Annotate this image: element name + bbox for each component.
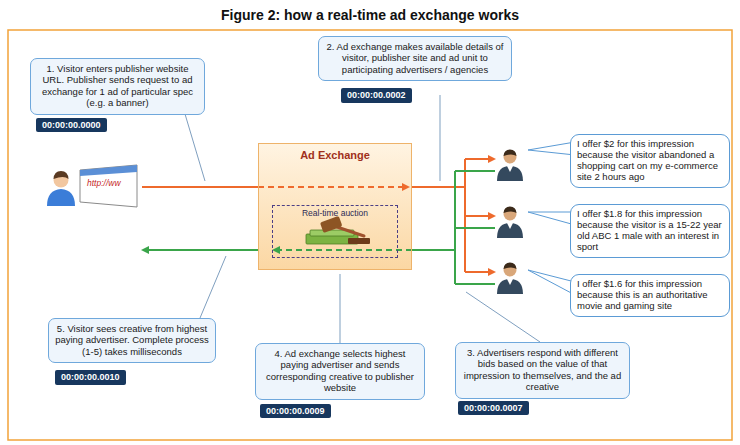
- arrowhead: [488, 268, 496, 276]
- timestamp-box: 00:00:00.0007: [458, 401, 529, 416]
- bubble-tails: [528, 142, 575, 295]
- arrowhead: [488, 155, 496, 163]
- arrowhead: [488, 212, 496, 220]
- timestamp-box-text: 00:00:00.0002: [347, 90, 406, 101]
- gavel-head: [320, 216, 343, 233]
- gavel-block: [348, 238, 370, 244]
- bubble-tail: [528, 142, 575, 155]
- outer-frame: [8, 30, 732, 440]
- gavel-icon: [306, 216, 370, 244]
- timestamp-box: 00:00:00.0002: [341, 88, 412, 103]
- step-callout: 4. Ad exchange selects highest paying ad…: [255, 343, 425, 400]
- timestamp-box-text: 00:00:00.0010: [61, 372, 120, 383]
- arrowhead: [402, 183, 410, 191]
- ad-exchange-box: Ad ExchangeReal-time auction: [258, 143, 412, 270]
- advertiser-head: [504, 264, 517, 277]
- leader-line: [340, 274, 341, 343]
- response-line: [412, 249, 455, 251]
- timestamp-box-text: 00:00:00.0000: [42, 120, 101, 131]
- auction-box: Real-time auction: [272, 205, 398, 258]
- browser-bar: [80, 165, 137, 176]
- request-line: [412, 186, 465, 188]
- bid-speech-bubble-text: I offer $2 for this impression because t…: [577, 139, 723, 183]
- request-line: [258, 186, 402, 188]
- ad-exchange-box-text: Ad Exchange: [259, 149, 411, 162]
- response-arrowheads: [141, 246, 280, 254]
- request-line: [465, 158, 489, 160]
- advertiser-icon: [497, 263, 523, 295]
- leader-line: [200, 256, 226, 318]
- arrowhead: [141, 246, 149, 254]
- browser-url-text: http://ww: [87, 179, 121, 188]
- browser-window: [80, 165, 137, 207]
- auction-box-text: Real-time auction: [273, 208, 397, 218]
- bid-speech-bubble: I offer $1.8 for this impression because…: [570, 204, 730, 258]
- advertiser-head: [504, 208, 517, 221]
- step-callout: 3. Advertisers respond with different bi…: [455, 342, 630, 399]
- advertiser-icon: [497, 150, 523, 182]
- arrowhead: [272, 246, 280, 254]
- advertiser-head: [504, 151, 517, 164]
- step-callout-text: 2. Ad exchange makes available details o…: [325, 41, 505, 75]
- advertiser-hair: [504, 150, 517, 157]
- request-line: [465, 271, 489, 273]
- bubble-tail: [528, 212, 575, 225]
- request-arrows: [142, 159, 489, 272]
- bubble-tail: [528, 270, 575, 295]
- step-callout-text: 5. Visitor sees creative from highest pa…: [55, 323, 209, 357]
- leader-line: [440, 95, 441, 181]
- exchange-fill: [258, 143, 412, 270]
- response-line: [455, 283, 495, 285]
- step-callout: 5. Visitor sees creative from highest pa…: [48, 318, 216, 363]
- advertiser-shirt: [507, 223, 513, 229]
- step-callout-text: 3. Advertisers respond with different bi…: [462, 347, 623, 393]
- response-line: [148, 249, 258, 251]
- request-arrowheads: [402, 155, 496, 276]
- visitor-icon: [47, 171, 75, 206]
- response-line: [454, 171, 456, 284]
- leader-line: [185, 114, 205, 181]
- response-line: [278, 249, 412, 251]
- bid-speech-bubble-text: I offer $1.6 for this impression because…: [577, 279, 723, 312]
- timestamp-box-text: 00:00:00.0007: [464, 403, 523, 414]
- advertiser-body: [497, 166, 523, 181]
- advertiser-hair: [504, 263, 517, 270]
- advertiser-body: [497, 223, 523, 238]
- response-line: [455, 227, 495, 229]
- leader-lines: [185, 95, 540, 343]
- bid-speech-bubble: I offer $1.6 for this impression because…: [570, 274, 730, 317]
- request-line: [465, 215, 489, 217]
- visitor-hair: [54, 171, 69, 179]
- browser-icon: [80, 165, 137, 207]
- timestamp-box-text: 00:00:00.0009: [266, 406, 325, 417]
- bid-speech-bubble-text: I offer $1.8 for this impression because…: [577, 209, 723, 253]
- timestamp-box: 00:00:00.0009: [260, 404, 331, 419]
- response-arrows: [148, 171, 495, 284]
- timestamp-box: 00:00:00.0000: [36, 118, 107, 133]
- visitor-body: [47, 189, 75, 206]
- step-callout-text: 1. Visitor enters publisher website URL.…: [37, 63, 198, 109]
- leader-line: [466, 292, 540, 342]
- timestamp-box: 00:00:00.0010: [55, 370, 126, 385]
- advertiser-shirt: [507, 279, 513, 285]
- figure-title: Figure 2: how a real-time ad exchange wo…: [0, 7, 740, 23]
- step-callout: 2. Ad exchange makes available details o…: [318, 36, 512, 81]
- advertiser-shirt: [507, 166, 513, 172]
- advertiser-body: [497, 279, 523, 294]
- step-callout: 1. Visitor enters publisher website URL.…: [30, 58, 205, 115]
- step-callout-text: 4. Ad exchange selects highest paying ad…: [262, 348, 418, 394]
- advertiser-icon: [497, 207, 523, 239]
- bid-speech-bubble: I offer $2 for this impression because t…: [570, 134, 730, 188]
- advertiser-hair: [504, 207, 517, 214]
- request-line: [142, 186, 258, 188]
- response-line: [455, 170, 495, 172]
